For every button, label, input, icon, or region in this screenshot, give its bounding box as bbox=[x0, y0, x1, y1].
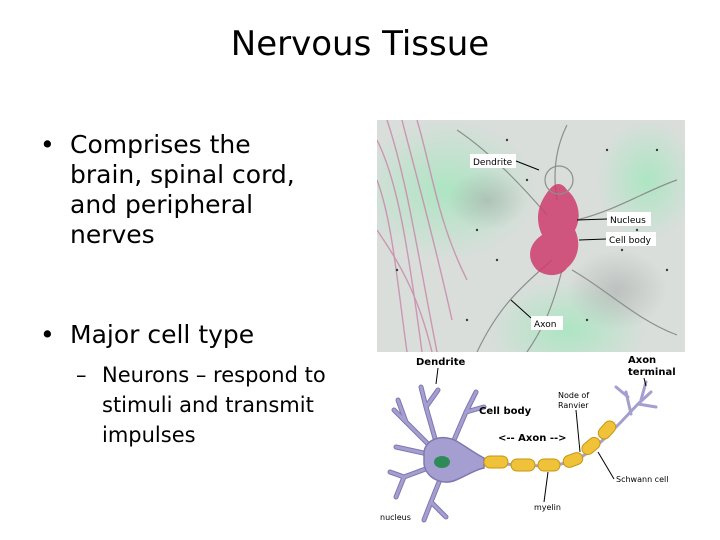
label-nucleus: nucleus bbox=[380, 513, 411, 522]
label-axon-terminal-2: terminal bbox=[628, 367, 676, 378]
label-axon: Axon bbox=[510, 299, 563, 330]
stained-cell-body bbox=[530, 184, 579, 276]
label-dendrite: Dendrite bbox=[416, 357, 466, 368]
label-node-ranvier-2: Ranvier bbox=[558, 401, 589, 410]
fiber-bundle bbox=[377, 120, 468, 352]
bullet-text: Major cell type bbox=[70, 320, 255, 349]
label-dendrite: Dendrite bbox=[470, 154, 540, 171]
label-axon: <-- Axon --> bbox=[498, 433, 567, 444]
sub-bullet-item: – Neurons – respond to stimuli and trans… bbox=[76, 360, 336, 450]
svg-text:Axon: Axon bbox=[534, 320, 556, 330]
sub-bullet-marker: – bbox=[76, 363, 87, 387]
label-node-ranvier-1: Node of bbox=[558, 391, 589, 400]
slide-title: Nervous Tissue bbox=[230, 24, 490, 64]
label-myelin: myelin bbox=[534, 503, 561, 512]
label-schwann-cell: Schwann cell bbox=[616, 475, 668, 484]
svg-text:Nucleus: Nucleus bbox=[610, 216, 646, 226]
myelin-sheath bbox=[483, 420, 617, 472]
bullet-marker: • bbox=[40, 130, 55, 159]
cell-body-shape bbox=[423, 436, 485, 483]
bullet-item: • Comprises the brain, spinal cord, and … bbox=[40, 130, 300, 250]
label-cell-body: Cell body bbox=[578, 232, 656, 246]
label-cell-body: Cell body bbox=[479, 406, 532, 417]
svg-text:Dendrite: Dendrite bbox=[473, 158, 513, 168]
nucleus-shape bbox=[434, 456, 450, 468]
neuron-micrograph: Dendrite Nucleus Cell body Axon bbox=[377, 120, 685, 352]
bullet-text: Comprises the brain, spinal cord, and pe… bbox=[70, 130, 295, 249]
axon-terminal-branches bbox=[614, 380, 658, 424]
neuron-diagram: Dendrite Axon terminal Node of Ranvier C… bbox=[376, 352, 686, 528]
sub-bullet-text: Neurons – respond to stimuli and transmi… bbox=[102, 363, 326, 447]
svg-text:Cell body: Cell body bbox=[609, 236, 652, 246]
bullet-marker: • bbox=[40, 320, 55, 349]
label-axon-terminal-1: Axon bbox=[628, 355, 656, 366]
background-speckles bbox=[395, 138, 669, 322]
label-nucleus: Nucleus bbox=[576, 212, 651, 226]
bullet-item: • Major cell type bbox=[40, 320, 330, 350]
